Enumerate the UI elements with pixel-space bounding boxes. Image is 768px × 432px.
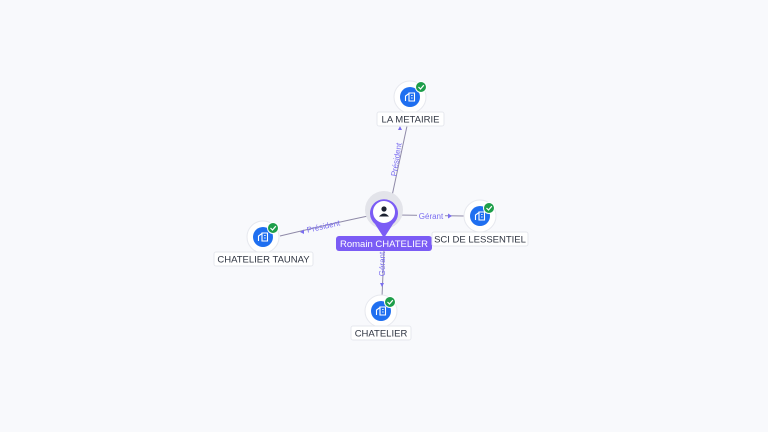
edge-sci-de-lessentiel[interactable]: Gérant xyxy=(397,211,465,221)
edge-label-chatelier-taunay: Président xyxy=(306,218,342,235)
building-icon xyxy=(257,232,269,242)
company-node-chatelier[interactable]: CHATELIER xyxy=(350,294,412,341)
person-node[interactable]: Romain CHATELIER xyxy=(336,191,432,251)
building-icon xyxy=(404,92,416,102)
company-label-chatelier: CHATELIER xyxy=(355,329,408,340)
company-label-chatelier-taunay: CHATELIER TAUNAY xyxy=(217,255,310,266)
person-name: Romain CHATELIER xyxy=(340,239,428,250)
edge-label-chatelier: Gérant xyxy=(378,251,387,276)
company-label-sci-de-lessentiel: SCI DE LESSENTIEL xyxy=(434,235,526,246)
person-icon xyxy=(379,206,389,217)
verified-check-icon xyxy=(483,202,495,214)
edge-chatelier[interactable]: Gérant xyxy=(378,249,387,298)
building-icon xyxy=(474,211,486,221)
company-label-la-metairie: LA METAIRIE xyxy=(382,115,440,126)
building-icon xyxy=(375,306,387,316)
company-node-chatelier-taunay[interactable]: CHATELIER TAUNAY xyxy=(213,220,314,267)
edge-label-sci-de-lessentiel: Gérant xyxy=(419,212,444,221)
verified-check-icon xyxy=(267,222,279,234)
edge-chatelier-taunay[interactable]: Président xyxy=(279,215,369,237)
company-node-sci-de-lessentiel[interactable]: SCI DE LESSENTIEL xyxy=(431,199,529,247)
company-node-la-metairie[interactable]: LA METAIRIE xyxy=(376,80,445,127)
verified-check-icon xyxy=(415,81,427,93)
verified-check-icon xyxy=(384,296,396,308)
edge-label-la-metairie: Président xyxy=(389,141,403,177)
